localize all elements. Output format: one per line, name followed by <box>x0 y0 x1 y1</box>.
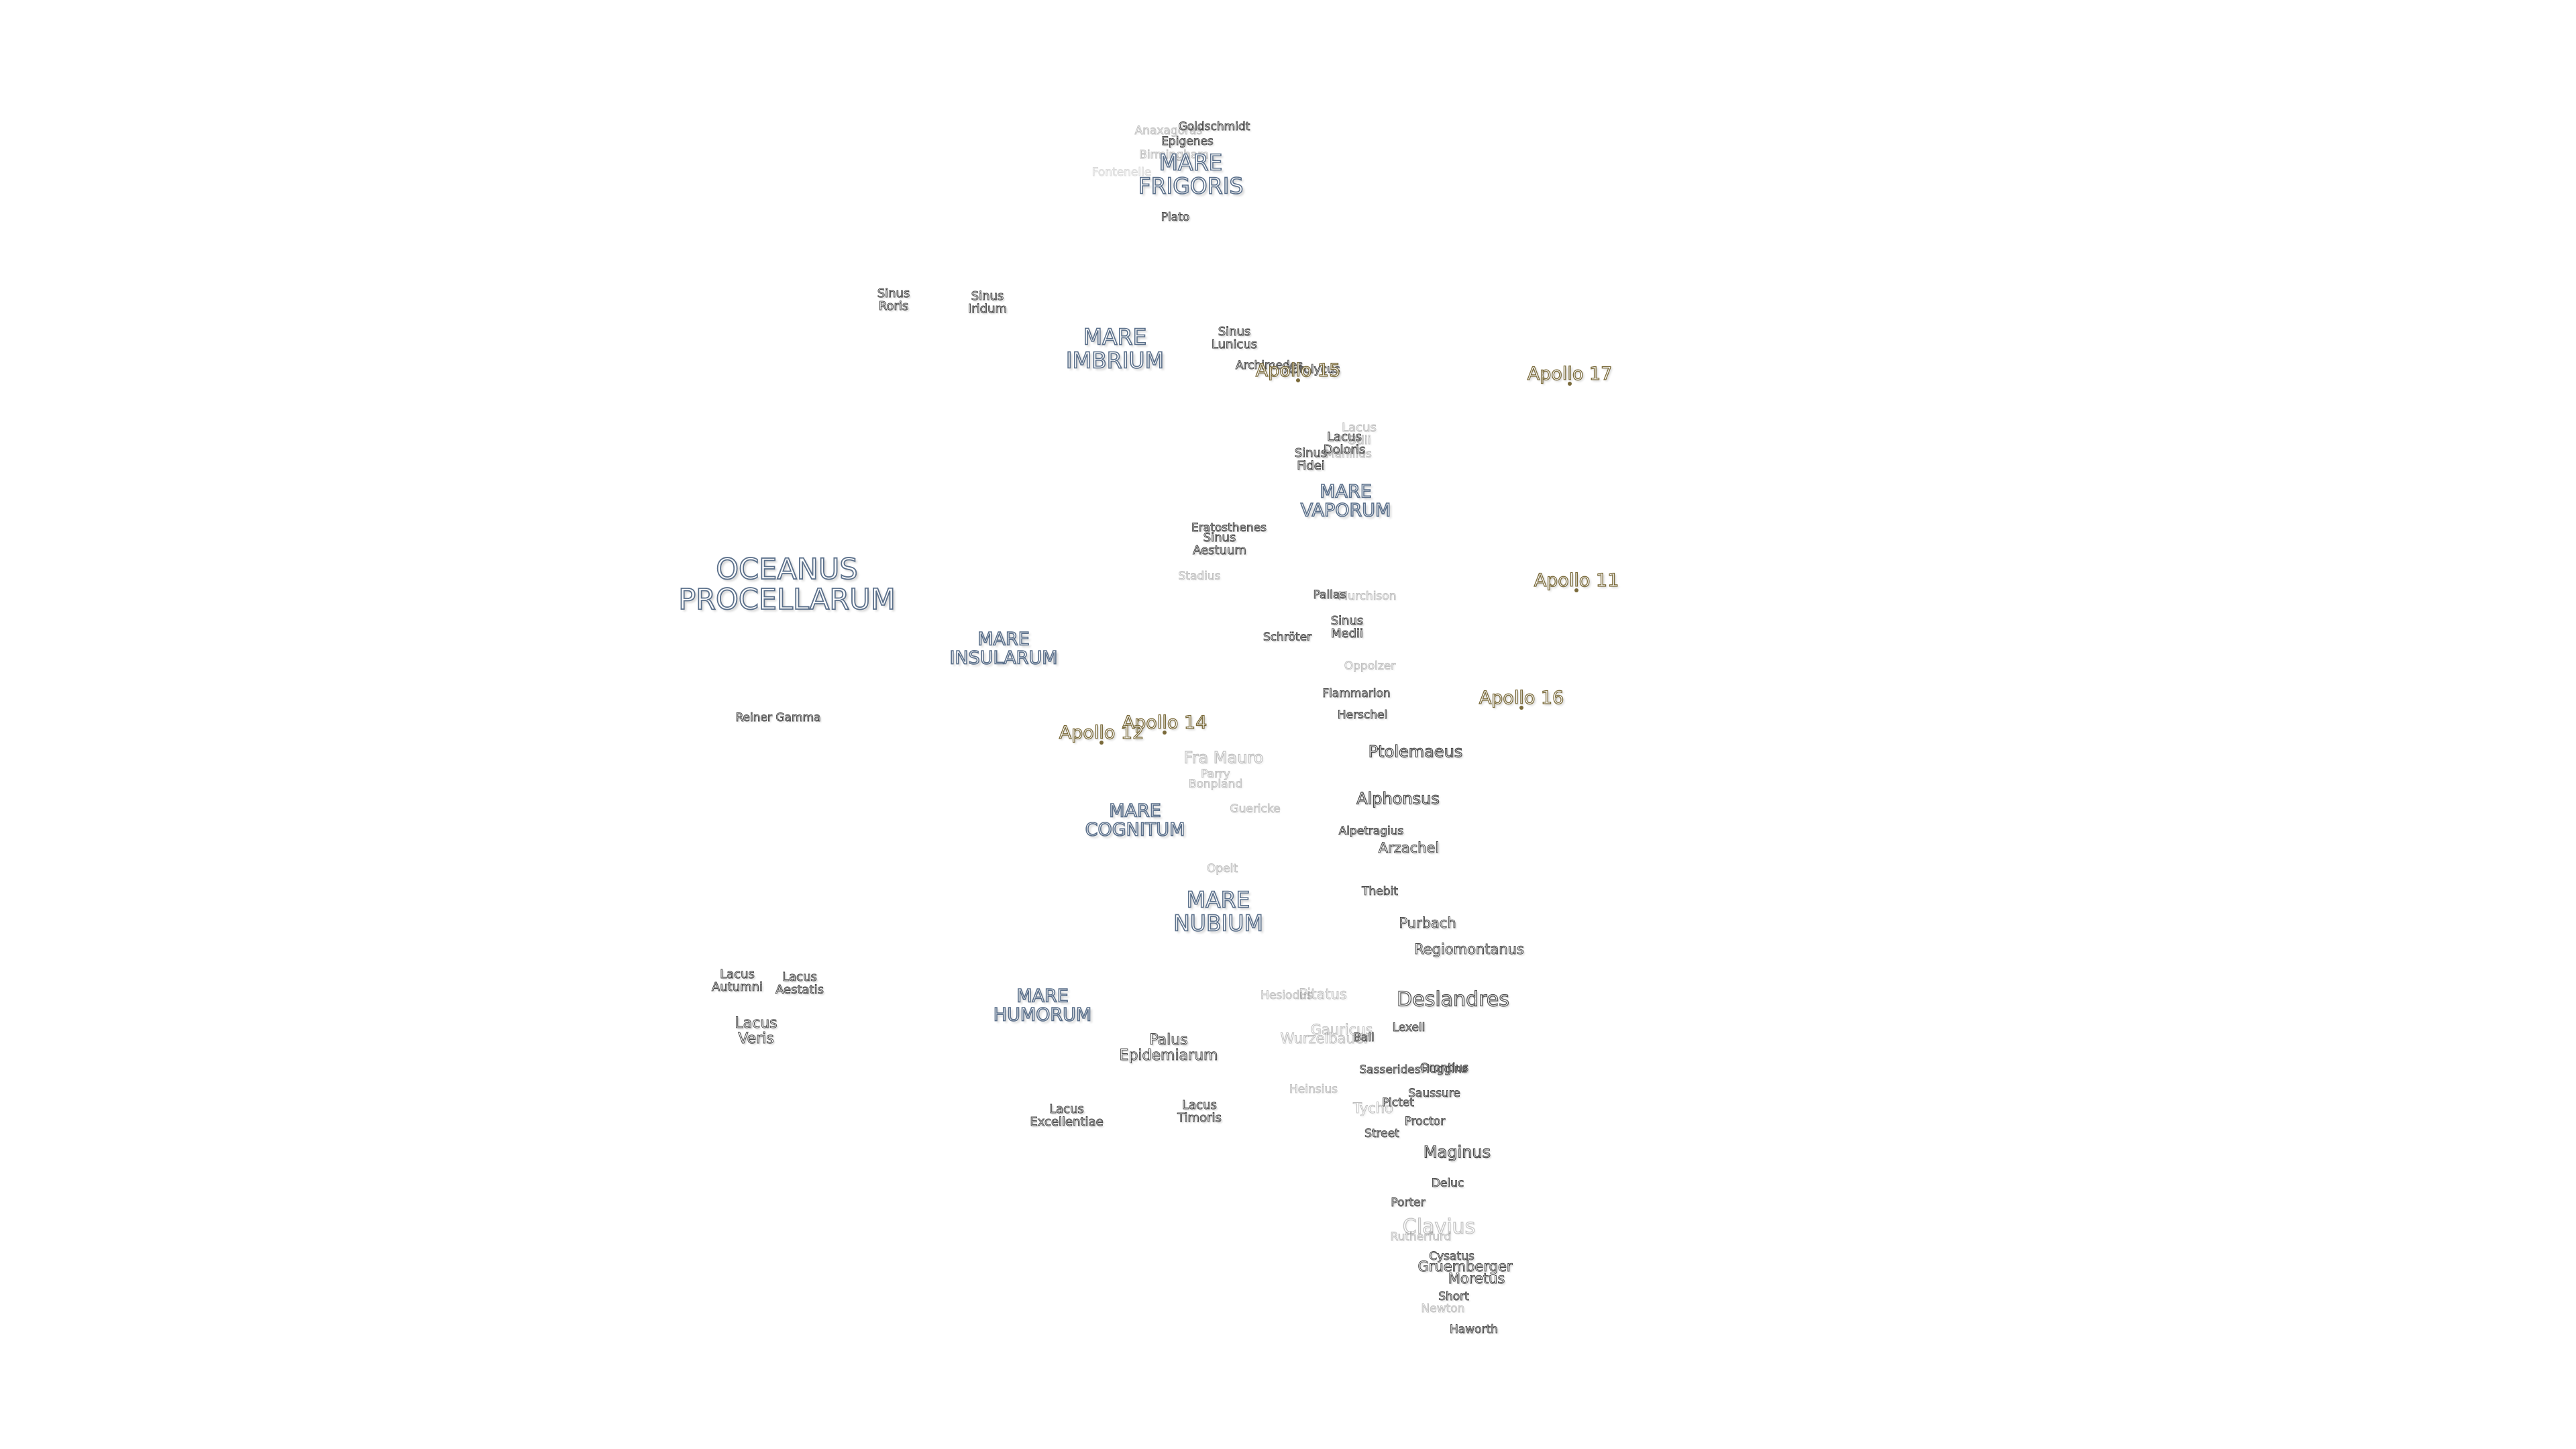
label-ball: Ball <box>1353 1031 1375 1045</box>
label-alpetragius: Alpetragius <box>1338 824 1404 839</box>
label-schroter: Schröter <box>1263 631 1312 645</box>
label-apollo-17: Apollo 17 <box>1527 363 1613 384</box>
label-newton: Newton <box>1421 1302 1465 1316</box>
label-lacus-timoris: Lacus Timoris <box>1177 1098 1222 1125</box>
label-epigenes: Epigenes <box>1161 135 1214 149</box>
label-lexell: Lexell <box>1392 1021 1426 1035</box>
label-plato: Plato <box>1161 211 1190 225</box>
label-anaxagoras: Anaxagoras <box>1134 124 1203 138</box>
label-maginus: Maginus <box>1423 1142 1491 1162</box>
label-apollo-15: Apollo 15 <box>1255 360 1341 381</box>
label-proctor: Proctor <box>1404 1115 1446 1129</box>
label-tycho: Tycho <box>1353 1099 1394 1116</box>
label-archimedes: Archimedes <box>1235 359 1303 373</box>
label-gauricus: Gauricus <box>1310 1021 1373 1038</box>
label-sinus-iridum: Sinus Iridum <box>967 289 1008 316</box>
label-moretus: Moretus <box>1448 1270 1505 1287</box>
label-hesiodus: Hesiodus <box>1260 989 1313 1003</box>
label-murchison: Murchison <box>1338 590 1397 604</box>
label-palus-epidemiarum: Palus Epidemiarum <box>1119 1031 1218 1064</box>
label-haworth: Haworth <box>1450 1323 1499 1337</box>
label-goldschmidt: Goldschmidt <box>1178 120 1250 134</box>
label-saussure: Saussure <box>1408 1087 1461 1101</box>
label-sasserides: Sasserides <box>1359 1063 1421 1077</box>
label-wurzelbauer: Wurzelbauer <box>1280 1030 1370 1046</box>
label-rutherfurd: Rutherfurd <box>1390 1230 1452 1244</box>
apollo-site-marker-apollo-12 <box>1099 741 1104 745</box>
label-sinus-fidei: Sinus Fidei <box>1294 446 1328 473</box>
label-lacus-aestatis: Lacus Aestatis <box>775 970 824 997</box>
apollo-site-marker-apollo-15 <box>1296 378 1300 382</box>
label-cysatus: Cysatus <box>1429 1250 1475 1264</box>
label-regiomontanus: Regiomontanus <box>1414 941 1525 957</box>
label-mare-vaporum: MARE VAPORUM <box>1300 481 1391 521</box>
label-herschel: Herschel <box>1337 708 1388 722</box>
label-mare-cognitum: MARE COGNITUM <box>1085 800 1185 841</box>
apollo-site-marker-apollo-11 <box>1574 588 1578 592</box>
label-lacus-excellentiae: Lacus Excellentiae <box>1030 1102 1104 1129</box>
label-lacus-doloris: Lacus Doloris <box>1323 430 1366 457</box>
label-apollo-12: Apollo 12 <box>1059 722 1144 743</box>
label-mare-imbrium: MARE IMBRIUM <box>1065 323 1165 373</box>
label-guericke: Guericke <box>1230 802 1281 816</box>
label-sinus-lunicus: Sinus Lunicus <box>1211 325 1258 352</box>
label-mare-frigoris: MARE FRIGORIS <box>1138 149 1244 199</box>
label-flammarion: Flammarion <box>1322 687 1391 701</box>
label-sinus-medii: Sinus Medii <box>1330 614 1364 641</box>
label-stadius: Stadius <box>1178 570 1221 584</box>
label-pictet: Pictet <box>1382 1096 1415 1110</box>
label-clavius: Clavius <box>1402 1215 1476 1239</box>
label-eratosthenes: Eratosthenes <box>1191 521 1267 535</box>
label-manilius: Manilius <box>1325 447 1373 462</box>
apollo-site-marker-apollo-17 <box>1568 382 1572 386</box>
label-heinsius: Heinsius <box>1289 1083 1338 1097</box>
label-fra-mauro: Fra Mauro <box>1183 748 1264 767</box>
label-lacus-autumni: Lacus Autumni <box>711 967 763 994</box>
label-mare-insularum: MARE INSULARUM <box>949 629 1059 669</box>
label-lacus-veris: Lacus Veris <box>735 1014 777 1047</box>
label-arzachel: Arzachel <box>1378 839 1440 856</box>
label-porter: Porter <box>1391 1196 1426 1210</box>
apollo-site-marker-apollo-16 <box>1519 706 1523 710</box>
label-short: Short <box>1438 1290 1470 1304</box>
label-pallas: Pallas <box>1313 588 1346 602</box>
label-apollo-11: Apollo 11 <box>1534 570 1619 591</box>
label-opelt: Opelt <box>1206 862 1238 876</box>
label-bonpland: Bonpland <box>1188 777 1243 792</box>
label-mare-humorum: MARE HUMORUM <box>993 985 1092 1026</box>
label-fontenelle: Fontenelle <box>1091 166 1152 180</box>
label-street: Street <box>1364 1127 1400 1141</box>
label-sinus-aestuum: Sinus Aestuum <box>1193 531 1247 557</box>
label-oceanus-procellarum: OCEANUS PROCELLARUM <box>678 552 896 616</box>
label-apollo-16: Apollo 16 <box>1479 687 1564 708</box>
label-autolycus: Autolycus <box>1284 363 1340 377</box>
label-oppolzer: Oppolzer <box>1344 659 1396 674</box>
label-alphonsus: Alphonsus <box>1356 789 1440 808</box>
label-orontius: Orontius <box>1419 1061 1469 1075</box>
label-reiner-gamma: Reiner Gamma <box>735 711 821 725</box>
label-gruemberger: Gruemberger <box>1417 1258 1513 1275</box>
label-parry: Parry <box>1201 767 1231 782</box>
label-mare-nubium: MARE NUBIUM <box>1173 886 1263 936</box>
label-purbach: Purbach <box>1399 914 1456 931</box>
label-birmingham: Birmingham <box>1139 148 1210 162</box>
label-lacus-odii: Lacus Odii <box>1342 421 1377 447</box>
label-pitatus: Pitatus <box>1299 985 1348 1002</box>
label-apollo-14: Apollo 14 <box>1122 712 1208 733</box>
apollo-site-marker-apollo-14 <box>1163 731 1167 735</box>
label-deluc: Deluc <box>1431 1177 1464 1191</box>
label-deslandres: Deslandres <box>1396 987 1509 1012</box>
label-sinus-roris: Sinus Roris <box>877 286 910 313</box>
label-huggins: Huggins <box>1421 1063 1468 1077</box>
label-ptolemaeus: Ptolemaeus <box>1368 742 1463 761</box>
label-thebit: Thebit <box>1362 885 1399 899</box>
